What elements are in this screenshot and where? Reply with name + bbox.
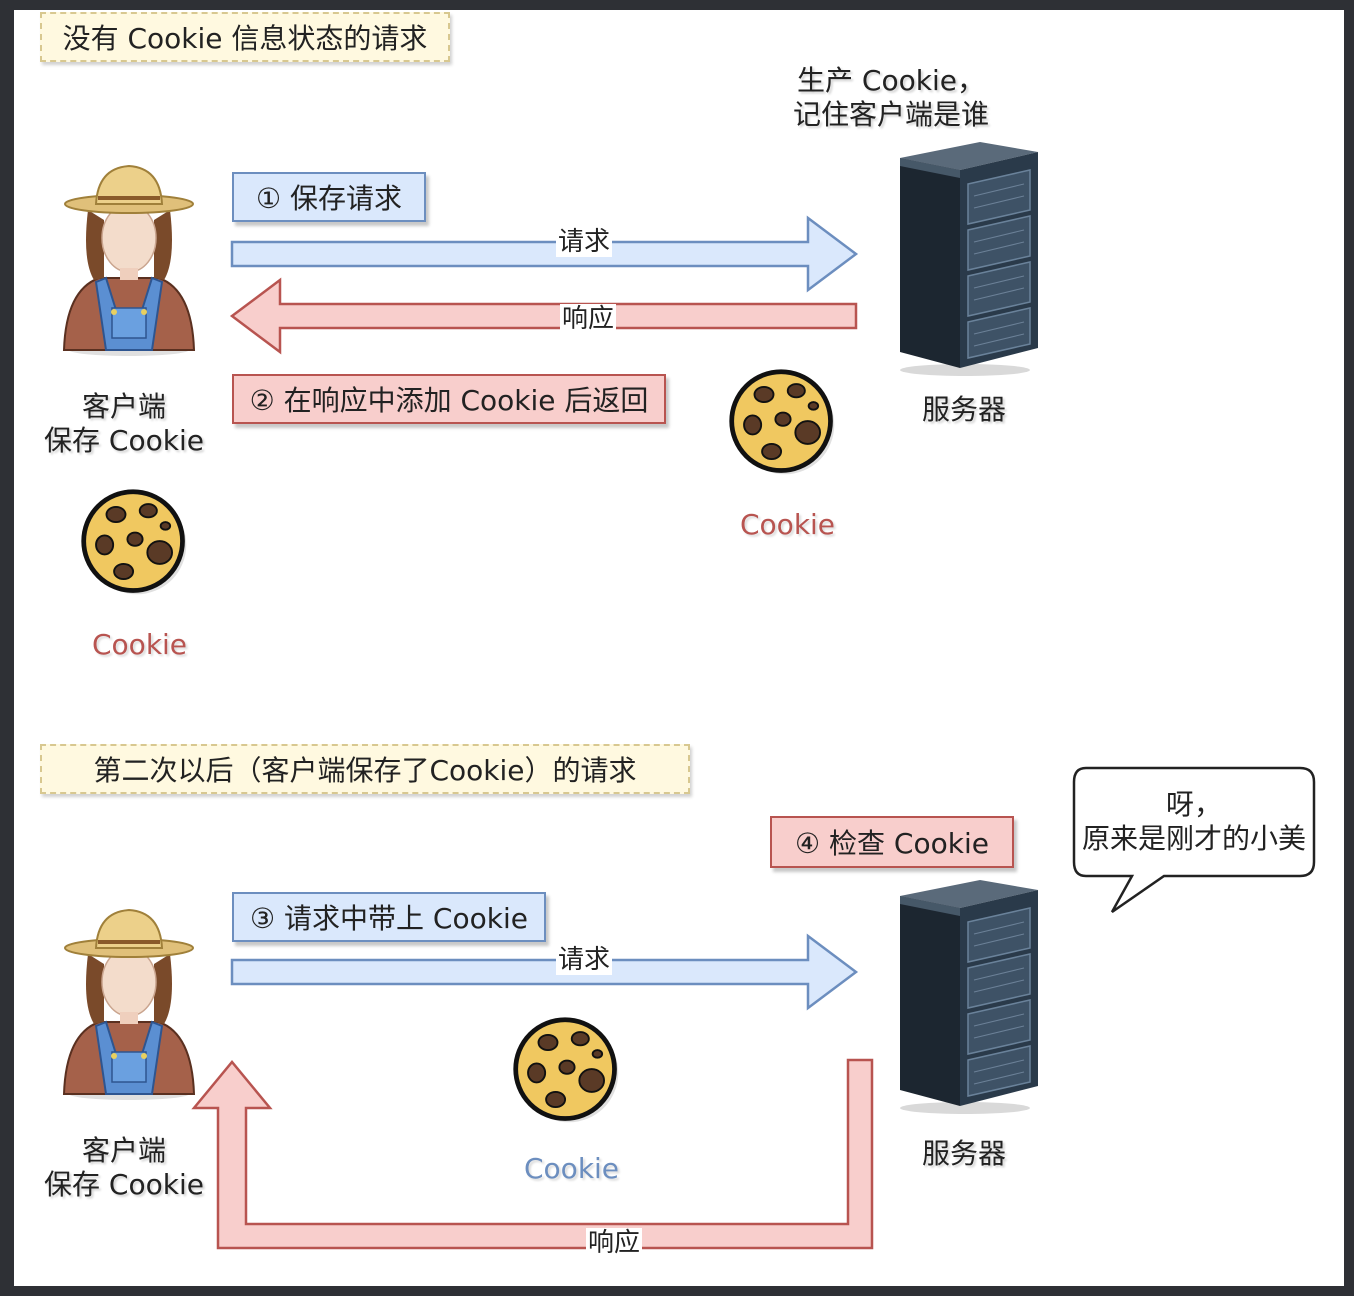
client-label-line1: 客户端: [81, 1134, 166, 1167]
step2-box: ② 在响应中添加 Cookie 后返回: [232, 374, 666, 424]
client-farmer-icon: [62, 908, 196, 1102]
client-label-line2: 保存 Cookie: [44, 1168, 204, 1201]
bubble-line1: 呀，: [1165, 788, 1222, 821]
server-note-line2: 记住客户端是谁: [792, 98, 989, 131]
bubble-line2: 原来是刚才的小美: [1081, 822, 1306, 855]
section2-title: 第二次以后（客户端保存了Cookie）的请求: [93, 754, 637, 787]
request-arrow: [230, 933, 859, 1011]
client-farmer-icon: [62, 164, 196, 358]
response-label: 响应: [560, 304, 617, 334]
request-cookie-label: Cookie: [524, 1152, 620, 1185]
server-label: 服务器: [922, 393, 1007, 426]
request-label: 请求: [556, 945, 613, 975]
step2-label: ② 在响应中添加 Cookie 后返回: [249, 384, 649, 417]
server-rack-icon: [899, 879, 1039, 1115]
section1-title-note: 没有 Cookie 信息状态的请求: [40, 12, 450, 62]
server-note: 生产 Cookie， 记住客户端是谁: [776, 64, 1006, 132]
server-cookie-label: Cookie: [740, 508, 836, 541]
bubble-text: 呀， 原来是刚才的小美: [1074, 788, 1314, 856]
step4-label: ④ 检查 Cookie: [795, 827, 989, 860]
server-note-line1: 生产 Cookie，: [797, 64, 985, 97]
response-arrow: [229, 277, 858, 355]
response-return-arrow: [191, 1058, 874, 1250]
step3-label: ③ 请求中带上 Cookie: [250, 902, 528, 935]
cookie-icon: [78, 486, 192, 600]
client-cookie-label: Cookie: [92, 628, 188, 661]
cookie-icon: [726, 366, 840, 480]
step3-box: ③ 请求中带上 Cookie: [232, 892, 546, 942]
client-label-line2: 保存 Cookie: [44, 424, 204, 457]
step4-box: ④ 检查 Cookie: [770, 816, 1014, 868]
client-label-line1: 客户端: [81, 390, 166, 423]
client-label: 客户端 保存 Cookie: [44, 1134, 204, 1202]
speech-bubble: [1072, 766, 1316, 914]
response-label: 响应: [586, 1228, 643, 1258]
diagram-canvas: 没有 Cookie 信息状态的请求 生产 Cookie， 记住客户端是谁 ① 保…: [14, 10, 1344, 1286]
step1-box: ① 保存请求: [232, 172, 426, 222]
request-arrow: [230, 215, 859, 293]
step1-label: ① 保存请求: [255, 182, 402, 215]
server-rack-icon: [899, 141, 1039, 377]
section1-title: 没有 Cookie 信息状态的请求: [62, 22, 428, 55]
request-label: 请求: [556, 227, 613, 257]
section2-title-note: 第二次以后（客户端保存了Cookie）的请求: [40, 744, 690, 794]
client-label: 客户端 保存 Cookie: [44, 390, 204, 458]
server-label: 服务器: [922, 1137, 1007, 1170]
